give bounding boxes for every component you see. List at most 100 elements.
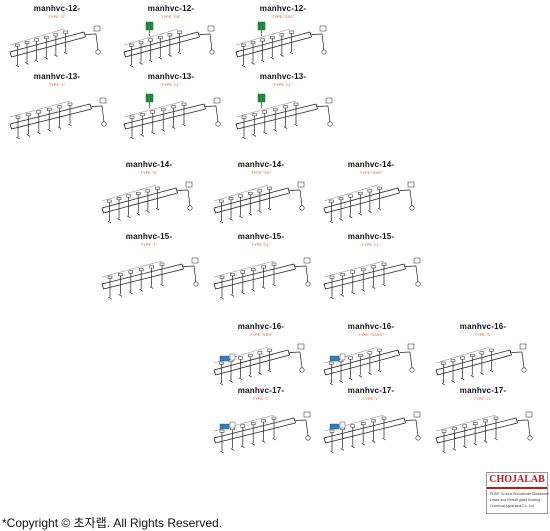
valve-icon bbox=[415, 281, 421, 287]
outlet-pipe bbox=[199, 33, 211, 35]
stopcock-handle bbox=[107, 275, 113, 279]
stopcock-handle bbox=[358, 353, 363, 357]
stopcock-handle bbox=[267, 186, 272, 190]
port-tip bbox=[280, 54, 284, 57]
port-tip bbox=[351, 291, 355, 295]
diagram-subtitle: TYPE "L" bbox=[48, 82, 66, 87]
manifold-tube bbox=[123, 31, 199, 53]
stopcock-handle bbox=[24, 41, 30, 45]
tube-end bbox=[235, 51, 238, 58]
stopcock-handle bbox=[441, 429, 447, 433]
manifold-diagram: manhvc-15- TYPE "L" bbox=[96, 232, 202, 302]
port-tip bbox=[177, 51, 182, 55]
stopcock-handle bbox=[462, 424, 468, 428]
stopcock-handle bbox=[140, 113, 145, 117]
valve-icon bbox=[305, 435, 311, 441]
manifold-drawing bbox=[323, 411, 421, 454]
valve-icon bbox=[299, 205, 305, 211]
port-tip bbox=[273, 128, 277, 132]
manifold-tube bbox=[235, 31, 311, 53]
port-tip bbox=[158, 56, 163, 60]
manifold-drawing bbox=[323, 343, 415, 386]
pump-icon bbox=[219, 423, 230, 430]
port-tip bbox=[260, 59, 265, 63]
manifold-diagram: manhvc-16- TYPE "SSS" bbox=[208, 322, 314, 392]
tube-end bbox=[9, 51, 12, 58]
port-tip bbox=[361, 288, 365, 292]
manifold-tube bbox=[11, 108, 92, 130]
port-tip bbox=[460, 377, 465, 381]
stopcock-handle bbox=[367, 351, 373, 355]
manifold-drawing bbox=[235, 93, 333, 140]
tube-end bbox=[397, 187, 400, 194]
tube-end bbox=[315, 103, 318, 110]
diagram-title: manhvc-17- bbox=[237, 386, 285, 395]
port-tip bbox=[47, 128, 51, 132]
stopcock-handle bbox=[262, 110, 268, 114]
pump-icon bbox=[329, 355, 340, 362]
port-tip bbox=[248, 374, 253, 378]
trap-icon bbox=[525, 411, 533, 418]
port-tip bbox=[377, 207, 382, 211]
port-tip bbox=[340, 448, 345, 451]
port-tip bbox=[229, 380, 233, 383]
port-tip bbox=[267, 207, 272, 211]
trap-icon bbox=[213, 97, 221, 104]
stopcock-handle bbox=[155, 186, 160, 190]
stopcock-handle bbox=[460, 356, 465, 360]
adapter-icon bbox=[229, 421, 236, 429]
stopcock-handle bbox=[483, 419, 488, 423]
stopcock-handle bbox=[230, 273, 235, 277]
stopcock-handle bbox=[441, 361, 446, 365]
stopcock-handle bbox=[257, 189, 263, 193]
manifold-drawing bbox=[213, 257, 311, 300]
stopcock-handle bbox=[260, 38, 265, 42]
valve-icon bbox=[95, 49, 101, 55]
tube-end bbox=[123, 123, 126, 130]
stopcock-handle bbox=[360, 421, 366, 425]
dimension-line bbox=[101, 260, 163, 278]
tube-end bbox=[323, 207, 326, 214]
outlet-pipe bbox=[91, 105, 103, 107]
tube-end bbox=[123, 51, 126, 58]
port-tip bbox=[248, 212, 253, 216]
port-tip bbox=[26, 134, 31, 137]
stopcock-handle bbox=[493, 416, 499, 420]
manifold-tube bbox=[435, 417, 517, 439]
port-tip bbox=[470, 374, 475, 378]
stopcock-handle bbox=[470, 353, 475, 357]
manifold-tube bbox=[323, 417, 405, 439]
stopcock-handle bbox=[241, 115, 247, 119]
stopcock-handle bbox=[44, 35, 49, 39]
stopcock-handle bbox=[350, 424, 356, 428]
port-tip bbox=[129, 291, 133, 295]
port-tip bbox=[139, 288, 143, 292]
stopcock-handle bbox=[450, 359, 456, 363]
tube-end bbox=[287, 187, 290, 194]
diagram-subtitle: TYPE "SSS" bbox=[359, 170, 383, 175]
tube-end bbox=[83, 31, 86, 38]
outlet-pipe bbox=[405, 419, 417, 421]
dimension-line bbox=[9, 100, 71, 118]
port-tip bbox=[136, 212, 141, 216]
manifold-tube bbox=[125, 36, 200, 58]
port-tip bbox=[267, 369, 272, 373]
manifold-diagram: manhvc-15- TYPE "LL" bbox=[318, 232, 424, 302]
manifold-tube bbox=[101, 187, 177, 209]
trap-icon bbox=[93, 25, 101, 32]
adapter-icon bbox=[229, 353, 236, 361]
logo-brand: CHOJALAB bbox=[489, 474, 545, 485]
diagram-subtitle: TYPE "L" bbox=[252, 396, 270, 401]
outlet-pipe bbox=[295, 419, 307, 421]
valve-icon bbox=[305, 281, 311, 287]
trap-icon bbox=[519, 343, 527, 350]
port-tip bbox=[251, 288, 255, 292]
stopcock-handle bbox=[26, 113, 31, 117]
gauge-icon bbox=[145, 21, 154, 31]
tube-end bbox=[435, 369, 438, 376]
stopcock-handle bbox=[238, 356, 243, 360]
port-tip bbox=[219, 220, 224, 224]
stopcock-handle bbox=[252, 113, 257, 117]
stopcock-handle bbox=[240, 270, 246, 274]
manifold-tube bbox=[323, 187, 399, 209]
